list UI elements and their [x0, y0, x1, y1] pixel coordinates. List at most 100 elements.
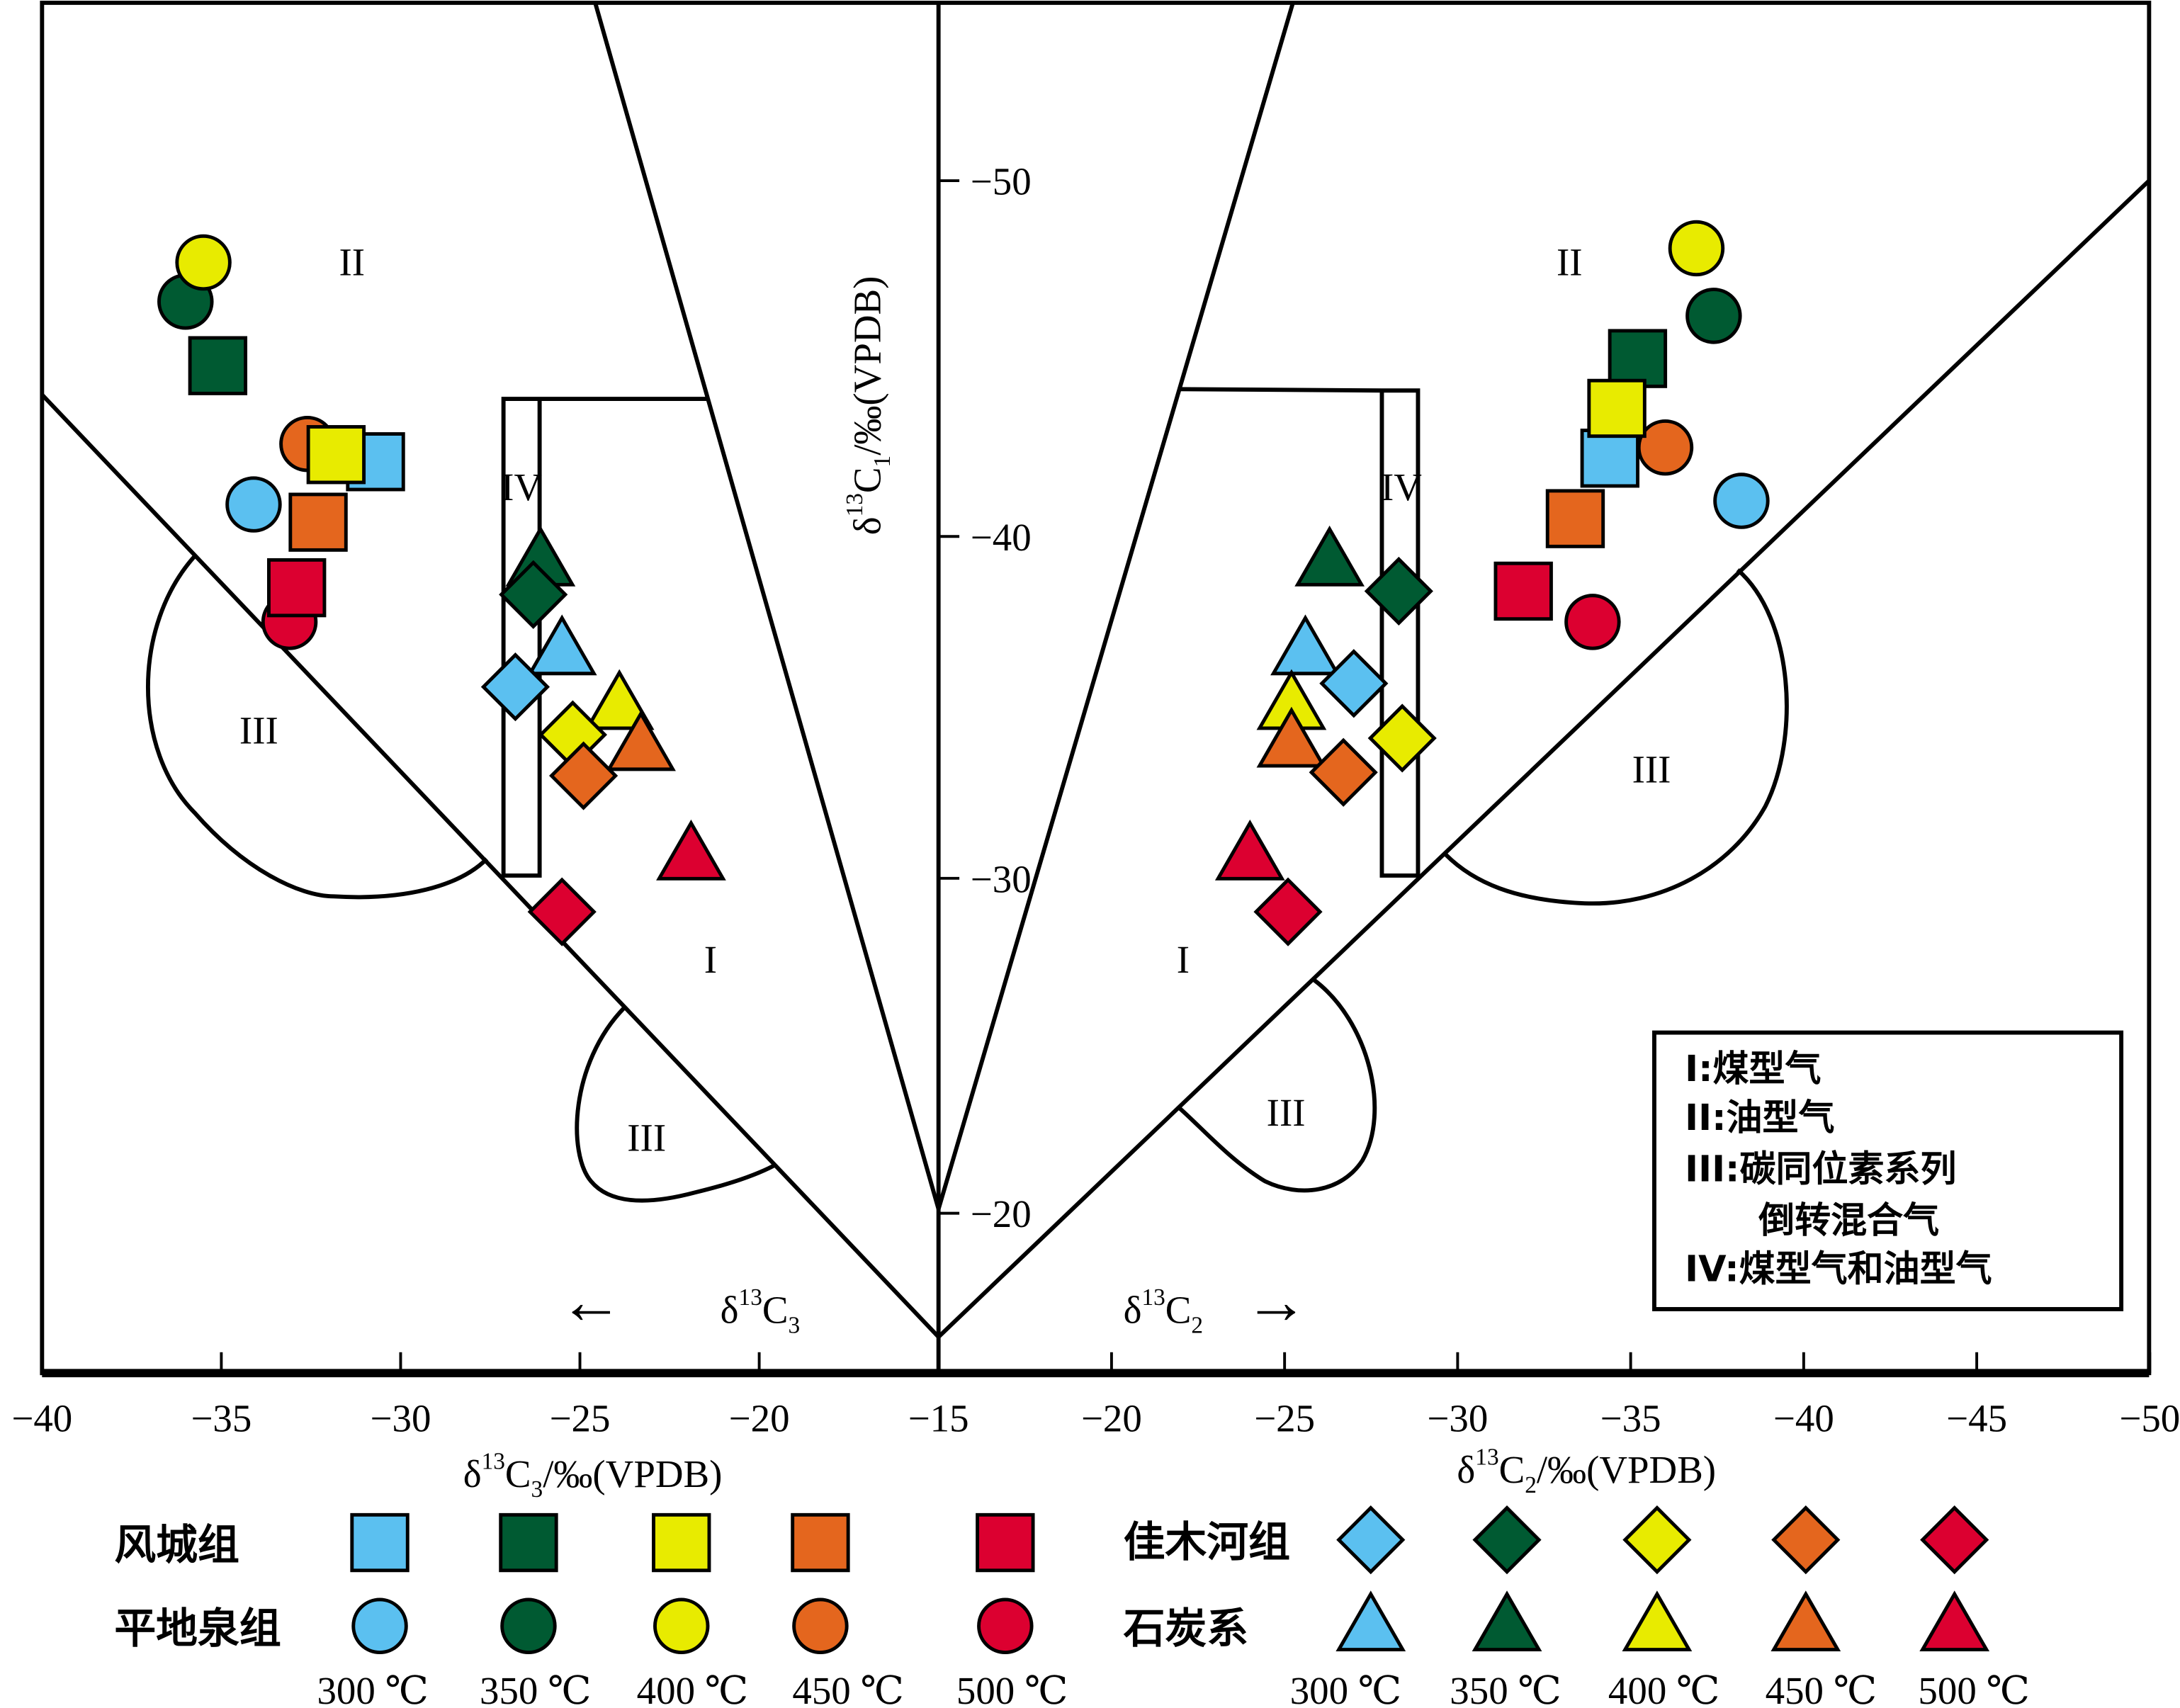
x-tick-label: −35	[1600, 1397, 1661, 1440]
x-tick-label: −45	[1946, 1397, 2007, 1440]
x-tick-label: −30	[371, 1397, 431, 1440]
data-point-circle-400-right	[1668, 220, 1725, 277]
region-legend-item-iii-cont: 倒转混合气	[1758, 1200, 1939, 1242]
right-iv-box	[1179, 387, 1421, 878]
legend-circle-300	[351, 1597, 408, 1654]
y-tick-label: −50	[971, 160, 1032, 203]
x-tick-label: −15	[908, 1397, 969, 1440]
legend-temperature-label: 300 ℃	[317, 1669, 429, 1708]
data-point-circle-450-right	[1637, 419, 1694, 476]
region-label-iv-right: IV	[1381, 465, 1422, 509]
legend-temperature-label: 400 ℃	[637, 1669, 749, 1708]
data-point-square-400-left	[306, 425, 366, 485]
region-label-iii-right-upper: III	[1632, 747, 1671, 791]
data-point-circle-300-left	[225, 476, 282, 533]
legend-circle-350	[500, 1597, 557, 1654]
left-lower-iii-region	[575, 1006, 777, 1203]
region-boundaries	[40, 2, 2151, 1339]
right-steep-boundary	[936, 2, 1295, 1210]
legend-temperature-label: 500 ℃	[956, 1669, 1068, 1708]
data-point-diamond-500-left	[527, 877, 597, 946]
legend-temperature-label: 350 ℃	[480, 1669, 592, 1708]
data-point-diamond-500-right	[1253, 877, 1323, 946]
data-point-square-350-right	[1608, 329, 1668, 388]
data-point-circle-350-right	[1685, 288, 1742, 344]
data-point-diamond-350-left	[499, 560, 568, 629]
legend-triangle-500	[1919, 1590, 1990, 1652]
region-label-ii-right: II	[1557, 240, 1583, 283]
region-label-iii-right-lower: III	[1267, 1091, 1306, 1134]
data-point-triangle-300-right	[1270, 614, 1340, 676]
left-lower-boundary	[40, 393, 940, 1339]
x-tick-label: −25	[1254, 1397, 1315, 1440]
legend-triangle-450	[1770, 1590, 1841, 1652]
data-point-square-450-right	[1545, 489, 1605, 548]
y-tick-label: −30	[971, 857, 1032, 900]
x-tick-label: −40	[11, 1397, 72, 1440]
legend-group-fengcheng: 风城组	[114, 1520, 239, 1569]
region-legend: I:煤型气 II:油型气 III:碳同位素系列 倒转混合气 IV:煤型气和油型气	[1652, 1030, 2124, 1311]
left-iv-box	[501, 397, 707, 878]
right-lower-boundary	[937, 179, 2151, 1339]
legend-diamond-400	[1622, 1505, 1692, 1575]
legend-triangle-300	[1335, 1590, 1406, 1652]
region-label-i-right: I	[1177, 938, 1190, 981]
data-point-circle-300-right	[1713, 473, 1770, 529]
data-point-square-500-left	[267, 558, 327, 618]
left-steep-boundary	[593, 2, 941, 1210]
left-direction-arrow: ←	[559, 1267, 623, 1337]
legend-triangle-400	[1622, 1590, 1693, 1652]
data-point-diamond-300-left	[480, 652, 550, 722]
data-point-diamond-300-right	[1319, 649, 1389, 718]
x-tick-label: −20	[1081, 1397, 1142, 1440]
region-label-iii-left-lower: III	[627, 1116, 666, 1159]
legend-square-300	[350, 1512, 410, 1573]
legend-circle-500	[977, 1597, 1034, 1654]
legend-square-350	[499, 1512, 558, 1573]
right-lower-iii-region	[1177, 978, 1377, 1193]
x-tick-label: −20	[729, 1397, 790, 1440]
legend-temperature-label: 400 ℃	[1608, 1669, 1720, 1708]
right-direction-label: δ13C2	[1124, 1284, 1204, 1338]
data-point-diamond-450-right	[1309, 737, 1378, 807]
left-x-axis-label: δ13C3/‰(VPDB)	[463, 1449, 723, 1503]
legend-temperature-label: 300 ℃	[1290, 1669, 1402, 1708]
region-legend-item-iv: IV:煤型气和油型气	[1685, 1249, 1992, 1291]
legend-circle-450	[792, 1597, 849, 1654]
right-x-axis-label: δ13C2/‰(VPDB)	[1457, 1444, 1716, 1498]
x-tick-label: −50	[2119, 1397, 2180, 1440]
legend-square-450	[791, 1512, 850, 1573]
region-label-iv-left: IV	[501, 465, 542, 509]
data-point-square-450-left	[288, 492, 348, 552]
data-point-circle-500-right	[1564, 594, 1621, 650]
y-axis-label: δ13C1/‰(VPDB)	[842, 276, 896, 536]
legend-square-400	[652, 1512, 711, 1573]
right-direction-arrow: →	[1244, 1267, 1308, 1337]
data-point-triangle-450-right	[1256, 706, 1327, 768]
data-point-circle-400-left	[175, 234, 232, 291]
x-tick-label: −35	[191, 1397, 252, 1440]
data-point-triangle-450-left	[606, 710, 676, 771]
data-point-triangle-500-right	[1214, 819, 1285, 881]
data-point-square-300-right	[1580, 429, 1640, 488]
x-tick-label: −40	[1773, 1397, 1834, 1440]
left-upper-iii-region	[146, 554, 489, 900]
legend-group-pingdiquan: 平地泉组	[114, 1604, 281, 1653]
y-tick-label: −40	[971, 516, 1032, 559]
region-label-i-left: I	[704, 938, 717, 981]
left-direction-label: δ13C3	[721, 1284, 800, 1338]
data-point-triangle-400-left	[584, 669, 655, 730]
legend-square-500	[976, 1512, 1035, 1573]
legend-diamond-500	[1920, 1505, 1989, 1575]
legend-triangle-350	[1472, 1590, 1542, 1652]
legend-diamond-350	[1472, 1505, 1542, 1575]
region-legend-item-iii: III:碳同位素系列	[1685, 1148, 1956, 1190]
data-point-triangle-350-right	[1294, 525, 1365, 587]
region-legend-item-i: I:煤型气	[1685, 1048, 1821, 1090]
data-point-diamond-400-right	[1367, 703, 1437, 773]
right-upper-iii-region	[1444, 568, 1789, 906]
legend-diamond-450	[1771, 1505, 1841, 1575]
region-legend-item-ii: II:油型气	[1685, 1097, 1834, 1139]
legend-circle-400	[653, 1597, 710, 1654]
